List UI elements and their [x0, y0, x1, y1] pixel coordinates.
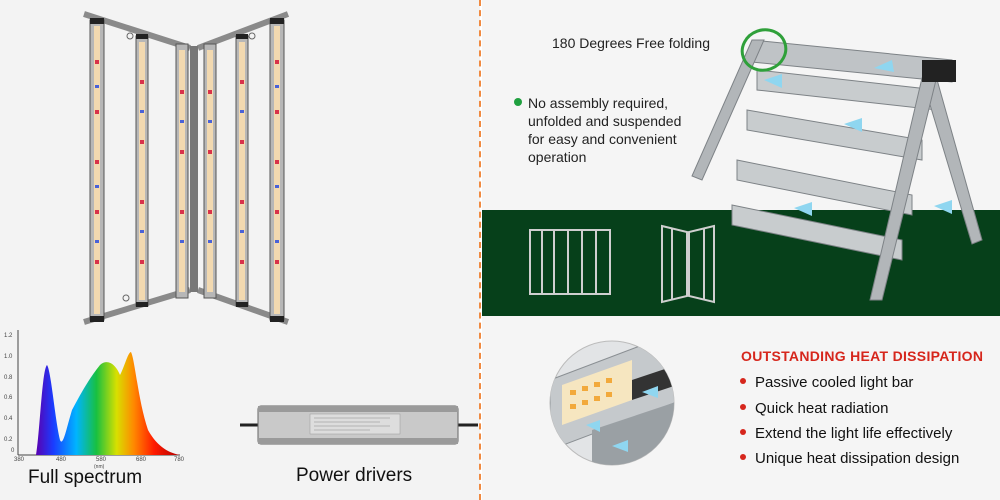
- x-tick: 480: [56, 457, 67, 463]
- heat-bullet: Unique heat dissipation design: [740, 450, 959, 467]
- folding-title: 180 Degrees Free folding: [552, 35, 710, 51]
- x-tick: 680: [136, 457, 147, 463]
- heat-sink-detail-image: [549, 340, 675, 466]
- x-tick: 580: [96, 457, 107, 463]
- heat-bullet-text: Passive cooled light bar: [755, 374, 914, 391]
- heat-bullet: Passive cooled light bar: [740, 374, 913, 391]
- heat-bullet-text: Quick heat radiation: [755, 400, 889, 417]
- spectrum-chart: [17, 330, 180, 456]
- power-driver-image: [240, 405, 478, 445]
- y-tick: 1.2: [4, 333, 13, 339]
- assembly-note: No assembly required, unfolded and suspe…: [514, 94, 714, 166]
- flat-fixture-icon: [529, 229, 611, 295]
- y-tick: 1.0: [4, 353, 13, 360]
- heat-bullet-text: Extend the light life effectively: [755, 425, 953, 442]
- x-tick: 780: [174, 457, 185, 463]
- right-panel: 180 Degrees Free folding No assembly req…: [482, 0, 1000, 500]
- green-bullet-icon: [514, 98, 522, 106]
- red-bullet-icon: [740, 454, 746, 461]
- x-unit: (nm): [94, 464, 105, 470]
- folded-fixture-icon: [661, 224, 715, 304]
- y-tick-zero: 0: [11, 448, 15, 454]
- grow-light-folded-image: [17, 11, 290, 456]
- x-tick: 380: [14, 457, 25, 463]
- light-bars: [89, 19, 285, 321]
- a-frame-fixture: [691, 28, 983, 301]
- caption-power-drivers: Power drivers: [296, 465, 413, 486]
- fixture-illustration: [529, 28, 983, 466]
- y-tick: 0.4: [4, 416, 13, 423]
- assembly-line: No assembly required,: [528, 95, 669, 111]
- left-panel: 1.2 1.0 0.8 0.6 0.4 0.2 0 380 480 580 68…: [0, 0, 480, 500]
- assembly-line: operation: [528, 149, 587, 165]
- assembly-line: for easy and convenient: [528, 131, 677, 147]
- dashed-divider: [479, 0, 481, 500]
- y-tick: 0.6: [4, 395, 13, 402]
- heat-bullet-text: Unique heat dissipation design: [755, 450, 960, 467]
- assembly-line: unfolded and suspended: [528, 113, 682, 129]
- red-bullet-icon: [740, 429, 746, 436]
- heat-bullet: Extend the light life effectively: [740, 425, 952, 442]
- y-tick: 0.2: [4, 436, 13, 443]
- caption-full-spectrum: Full spectrum: [28, 467, 143, 488]
- heat-dissipation-title: OUTSTANDING HEAT DISSIPATION: [741, 348, 984, 364]
- spectrum-y-ticks: 1.2 1.0 0.8 0.6 0.4 0.2: [4, 326, 12, 451]
- red-bullet-icon: [740, 404, 746, 411]
- y-tick: 0.8: [4, 374, 13, 381]
- heat-bullet: Quick heat radiation: [740, 400, 888, 417]
- red-bullet-icon: [740, 378, 746, 385]
- airflow-arrows: [764, 60, 952, 216]
